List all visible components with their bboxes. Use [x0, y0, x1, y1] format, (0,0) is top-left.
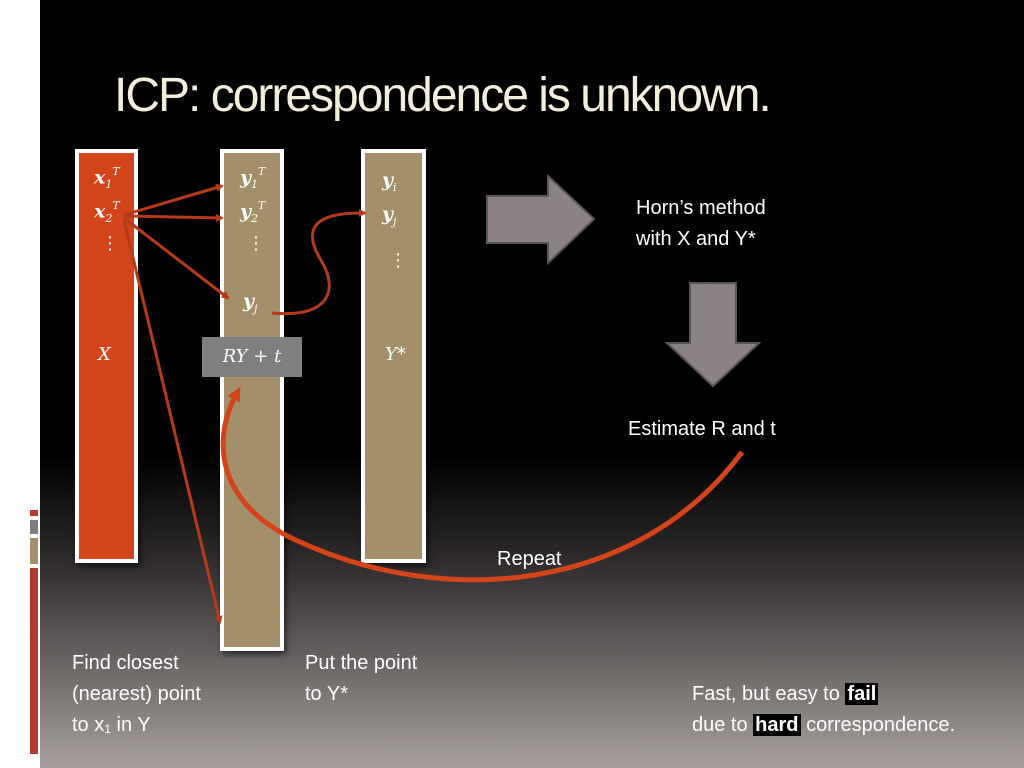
repeat-label: Repeat	[497, 548, 562, 570]
ystar-set-label: Y*	[385, 344, 406, 365]
arrow-x2-to-bottom	[122, 219, 223, 624]
ystar-column	[361, 149, 426, 563]
arrow-x2-to-y2	[123, 213, 224, 222]
hard-highlight: hard	[753, 714, 801, 736]
y2-transpose-label: y2T	[240, 199, 266, 226]
y1-transpose-label: y1T	[240, 165, 266, 192]
slide-background	[40, 0, 1024, 768]
sidebar-accent-gray	[30, 520, 38, 534]
ystar-yj-label: yj	[382, 203, 397, 228]
down-block-arrow	[664, 282, 762, 388]
x-set-label: X	[98, 344, 111, 365]
repeat-loop-curve	[220, 386, 745, 583]
summary-note: Fast, but easy to fail due to hard corre…	[692, 683, 956, 736]
arrow-x2-to-yj	[123, 216, 230, 300]
x2-transpose-label: x2T	[94, 199, 120, 226]
sidebar-accent-red	[30, 510, 38, 516]
sidebar-accent-long	[30, 568, 38, 754]
estimate-text: Estimate R and t	[628, 418, 776, 440]
sidebar-accent-tan	[30, 538, 38, 564]
fail-highlight: fail	[845, 683, 879, 705]
arrow-x2-to-y1	[123, 183, 224, 217]
arrow-yj-to-ystar	[271, 208, 367, 316]
put-point-caption: Put the point to Y*	[305, 652, 418, 705]
ystar-yi-label: yi	[382, 169, 397, 194]
x1-transpose-label: x1T	[94, 165, 120, 192]
transform-box: RY + t	[202, 337, 302, 377]
y-column	[220, 149, 284, 651]
x-column	[75, 149, 138, 563]
right-block-arrow	[486, 173, 596, 266]
y-column-ellipsis: ⋮	[247, 233, 265, 253]
slide-title: ICP: correspondence is unknown.	[114, 69, 772, 122]
horn-method-text: Horn’s method with X and Y*	[636, 197, 766, 250]
find-closest-caption: Find closest (nearest) point to x₁ in Y	[72, 652, 201, 736]
x-column-ellipsis: ⋮	[101, 233, 119, 253]
ystar-column-ellipsis: ⋮	[389, 250, 407, 270]
yj-label: yj	[243, 290, 258, 315]
